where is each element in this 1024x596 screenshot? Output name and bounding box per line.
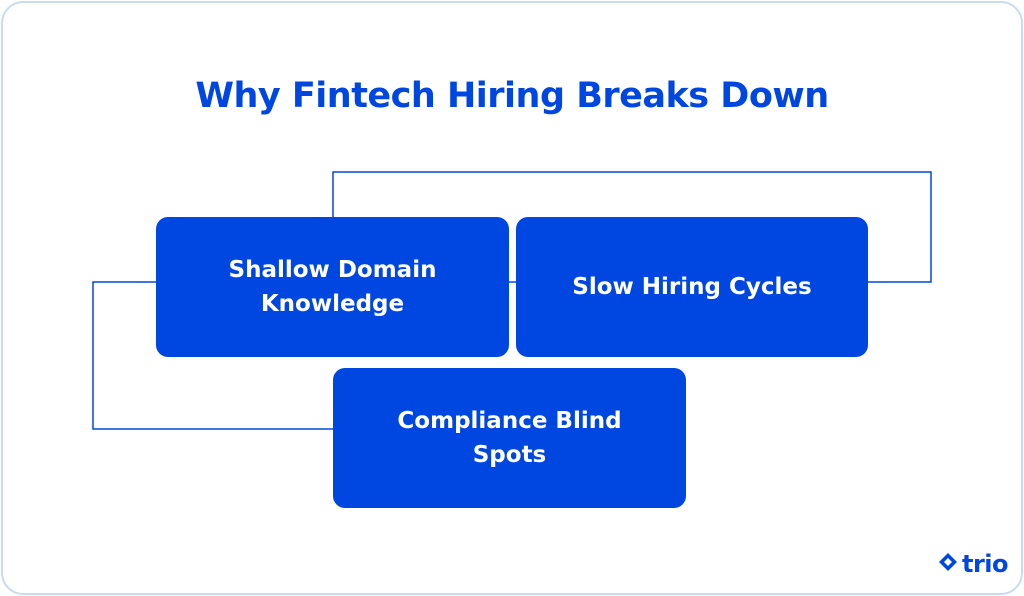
connector-top-loop — [332, 171, 932, 283]
node-label: Shallow Domain Knowledge — [228, 257, 437, 317]
diagram-title: Why Fintech Hiring Breaks Down — [195, 76, 829, 116]
logo-text: trio — [962, 550, 1009, 578]
node-label: Slow Hiring Cycles — [572, 274, 812, 300]
trio-logo: trio — [938, 549, 1009, 579]
node-label: Compliance Blind Spots — [397, 408, 622, 468]
node-slow-hiring-cycles: Slow Hiring Cycles — [516, 217, 868, 357]
node-shallow-domain-knowledge: Shallow Domain Knowledge — [156, 217, 509, 357]
node-compliance-blind-spots: Compliance Blind Spots — [333, 368, 686, 508]
trio-logo-icon — [938, 552, 958, 577]
connector-left-loop — [92, 281, 333, 430]
